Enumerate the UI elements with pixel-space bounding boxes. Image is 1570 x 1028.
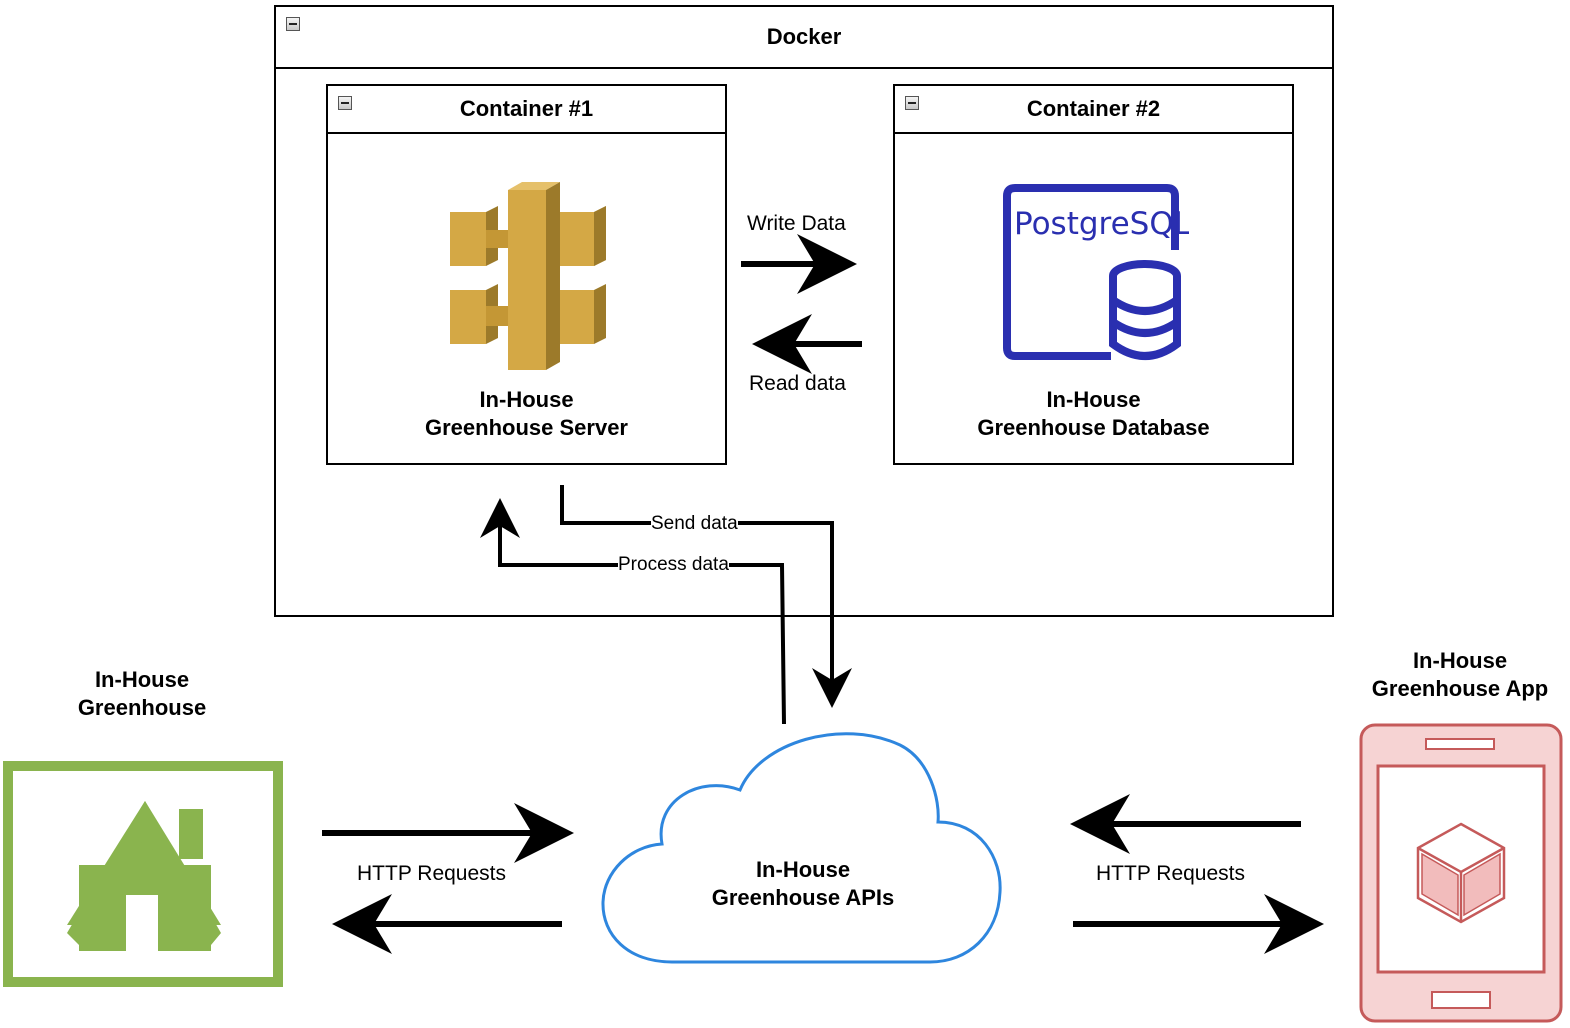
container-1-title: Container #1 bbox=[459, 96, 594, 121]
greenhouse-label-line-2: Greenhouse bbox=[77, 695, 207, 720]
docker-title: Docker bbox=[766, 24, 842, 49]
apis-label: In-House Greenhouse APIs bbox=[653, 856, 953, 912]
http-requests-right-label: HTTP Requests bbox=[1096, 862, 1245, 885]
process-data-connector bbox=[480, 498, 786, 725]
greenhouse-label: In-House Greenhouse bbox=[42, 666, 242, 722]
house-icon bbox=[3, 761, 283, 987]
database-label-line-2: Greenhouse Database bbox=[977, 415, 1210, 440]
http-requests-left-label: HTTP Requests bbox=[357, 862, 506, 885]
database-label: In-House Greenhouse Database bbox=[895, 386, 1292, 442]
container-2-collapse-button[interactable] bbox=[905, 96, 919, 110]
postgresql-logo-text: PostgreSQL bbox=[1014, 206, 1189, 242]
app-label: In-House Greenhouse App bbox=[1345, 647, 1570, 703]
apis-label-line-1: In-House bbox=[755, 857, 851, 882]
mobile-app-icon bbox=[1359, 723, 1563, 1023]
read-data-label: Read data bbox=[749, 372, 846, 395]
server-label-line-1: In-House bbox=[479, 387, 574, 412]
container-1-box: Container #1 In-House Greenhouse Server bbox=[326, 84, 727, 465]
process-data-label: Process data bbox=[618, 554, 729, 575]
app-label-line-2: Greenhouse App bbox=[1371, 676, 1549, 701]
docker-title-bar: Docker bbox=[276, 7, 1332, 69]
server-label-line-2: Greenhouse Server bbox=[425, 415, 628, 440]
greenhouse-label-line-1: In-House bbox=[94, 667, 190, 692]
apis-label-line-2: Greenhouse APIs bbox=[711, 885, 895, 910]
send-data-label: Send data bbox=[651, 513, 738, 534]
container-2-title: Container #2 bbox=[1026, 96, 1161, 121]
container-1-title-bar: Container #1 bbox=[328, 86, 725, 134]
container-2-title-bar: Container #2 bbox=[895, 86, 1292, 134]
database-label-line-1: In-House bbox=[1046, 387, 1141, 412]
server-label: In-House Greenhouse Server bbox=[328, 386, 725, 442]
docker-collapse-button[interactable] bbox=[286, 17, 300, 31]
write-data-label: Write Data bbox=[747, 212, 846, 235]
container-1-collapse-button[interactable] bbox=[338, 96, 352, 110]
cloud-icon bbox=[601, 732, 1002, 964]
app-label-line-1: In-House bbox=[1412, 648, 1508, 673]
container-2-box: Container #2 PostgreSQL In-House Greenho… bbox=[893, 84, 1294, 465]
postgresql-icon: PostgreSQL bbox=[1003, 184, 1189, 360]
api-gateway-icon bbox=[450, 182, 606, 370]
